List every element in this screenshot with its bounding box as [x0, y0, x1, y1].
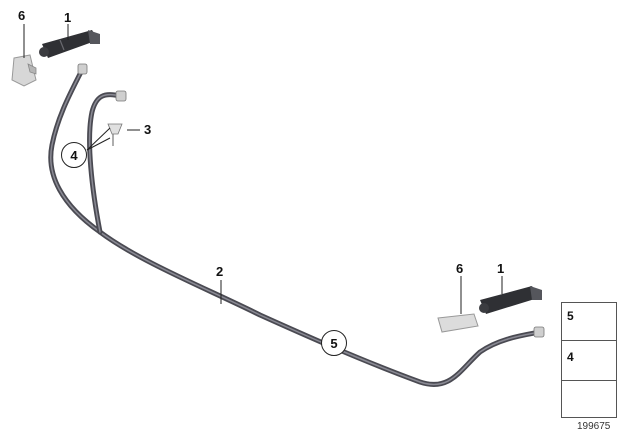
legend-num-screw: 4 [567, 350, 574, 364]
legend-num-clip: 5 [567, 309, 574, 323]
hose-branch [87, 92, 123, 235]
hose-branch-highlight [88, 93, 121, 233]
clip-part [107, 123, 123, 146]
callout-hose-main: 2 [216, 264, 224, 279]
circled-connector-mid: 5 [321, 330, 347, 356]
circled-connector-left: 4 [61, 142, 87, 168]
cover-right [437, 313, 479, 333]
hose-assembly [48, 67, 543, 387]
callout-cover-right: 6 [456, 261, 464, 276]
nozzle-right [479, 286, 542, 314]
legend-row-clip: 5 [562, 303, 616, 341]
callout-nozzle-right: 1 [497, 261, 505, 276]
diagram-number: 199675 [577, 421, 611, 432]
nozzle-top [39, 30, 100, 58]
leader-lines [23, 24, 503, 314]
hose-end-right [533, 326, 545, 338]
parts-legend: 5 4 [561, 302, 617, 418]
legend-row-arrow [562, 381, 616, 417]
hose-main [48, 67, 543, 387]
hose-end-branch [115, 90, 127, 102]
callout-cover-top: 6 [18, 8, 26, 23]
hose-end-top [77, 63, 88, 75]
callout-clip: 3 [144, 122, 152, 137]
hose-main-highlight [50, 69, 541, 386]
legend-row-screw: 4 [562, 341, 616, 381]
cover-top-left [11, 54, 37, 87]
callout-nozzle-top: 1 [64, 10, 72, 25]
